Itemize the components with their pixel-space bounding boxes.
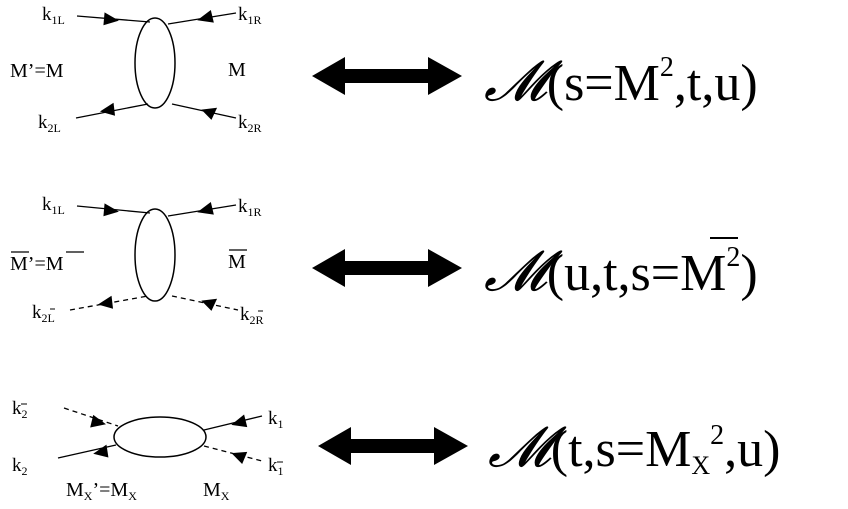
- label-2-left-mass: M’=M: [10, 253, 64, 275]
- arrowhead-1-lb: [99, 102, 116, 116]
- arrowhead-1-rt: [197, 9, 214, 23]
- arrowhead-2-rb: [201, 298, 218, 311]
- arrowhead-3-lb: [93, 444, 109, 458]
- line-2-right-bottom: [171, 295, 239, 311]
- arrowhead-3-rb: [231, 451, 248, 465]
- label-1-right-mass: M: [228, 59, 246, 81]
- arrowhead-3-rt: [231, 414, 248, 428]
- label-3-right-mass: MX: [203, 479, 230, 503]
- arrowhead-2-rt: [197, 201, 214, 215]
- label-3-k2-bottom: k2: [12, 455, 28, 478]
- line-3-left-top: [63, 407, 119, 427]
- double-arrow-1: [312, 57, 462, 95]
- blob-2: [134, 208, 176, 302]
- diagram-2: k1L k2L k1R k2R M’=M M 𝓜(u,t,s=M2): [10, 194, 758, 327]
- label-2-k1R: k1R: [238, 196, 262, 219]
- amplitude-1: 𝓜(s=M2,t,u): [484, 51, 758, 113]
- blob-1: [134, 17, 176, 109]
- arrowhead-1-lt: [103, 12, 119, 26]
- amplitude-3: 𝓜(t,s=MX2,u): [488, 417, 780, 480]
- label-2-k2L: k2L: [32, 302, 55, 325]
- diagram-1: k1L k2L k1R k2R M’=M M 𝓜(s=M2,t,u): [10, 4, 758, 135]
- diagram-3: k2 k2 k1 k1 MX’=MX MX 𝓜(t,s=MX2,u): [12, 398, 780, 503]
- arrowhead-2-lt: [103, 203, 119, 217]
- label-1-k1R: k1R: [238, 4, 262, 27]
- label-2-k2R: k2R: [240, 304, 264, 327]
- line-3-right-top: [203, 415, 263, 431]
- label-3-k1-bottom: k1: [268, 455, 284, 478]
- arrowhead-3-lt: [90, 414, 106, 428]
- label-1-left-mass: M’=M: [10, 60, 64, 82]
- label-3-left-mass: MX’=MX: [66, 479, 137, 503]
- label-2-k1L: k1L: [42, 194, 65, 217]
- arrowhead-2-lb: [97, 295, 114, 309]
- double-arrow-3: [318, 427, 468, 465]
- label-2-right-mass: M: [228, 251, 246, 273]
- label-1-k1L: k1L: [42, 4, 65, 27]
- label-3-k2-top: k2: [12, 398, 28, 421]
- arrowhead-1-rb: [201, 107, 218, 120]
- label-1-k2L: k2L: [38, 112, 61, 135]
- label-1-k2R: k2R: [238, 112, 262, 135]
- amplitude-2: 𝓜(u,t,s=M2): [484, 241, 758, 303]
- label-3-k1-top: k1: [268, 408, 284, 431]
- double-arrow-2: [312, 249, 462, 287]
- blob-3: [113, 416, 207, 458]
